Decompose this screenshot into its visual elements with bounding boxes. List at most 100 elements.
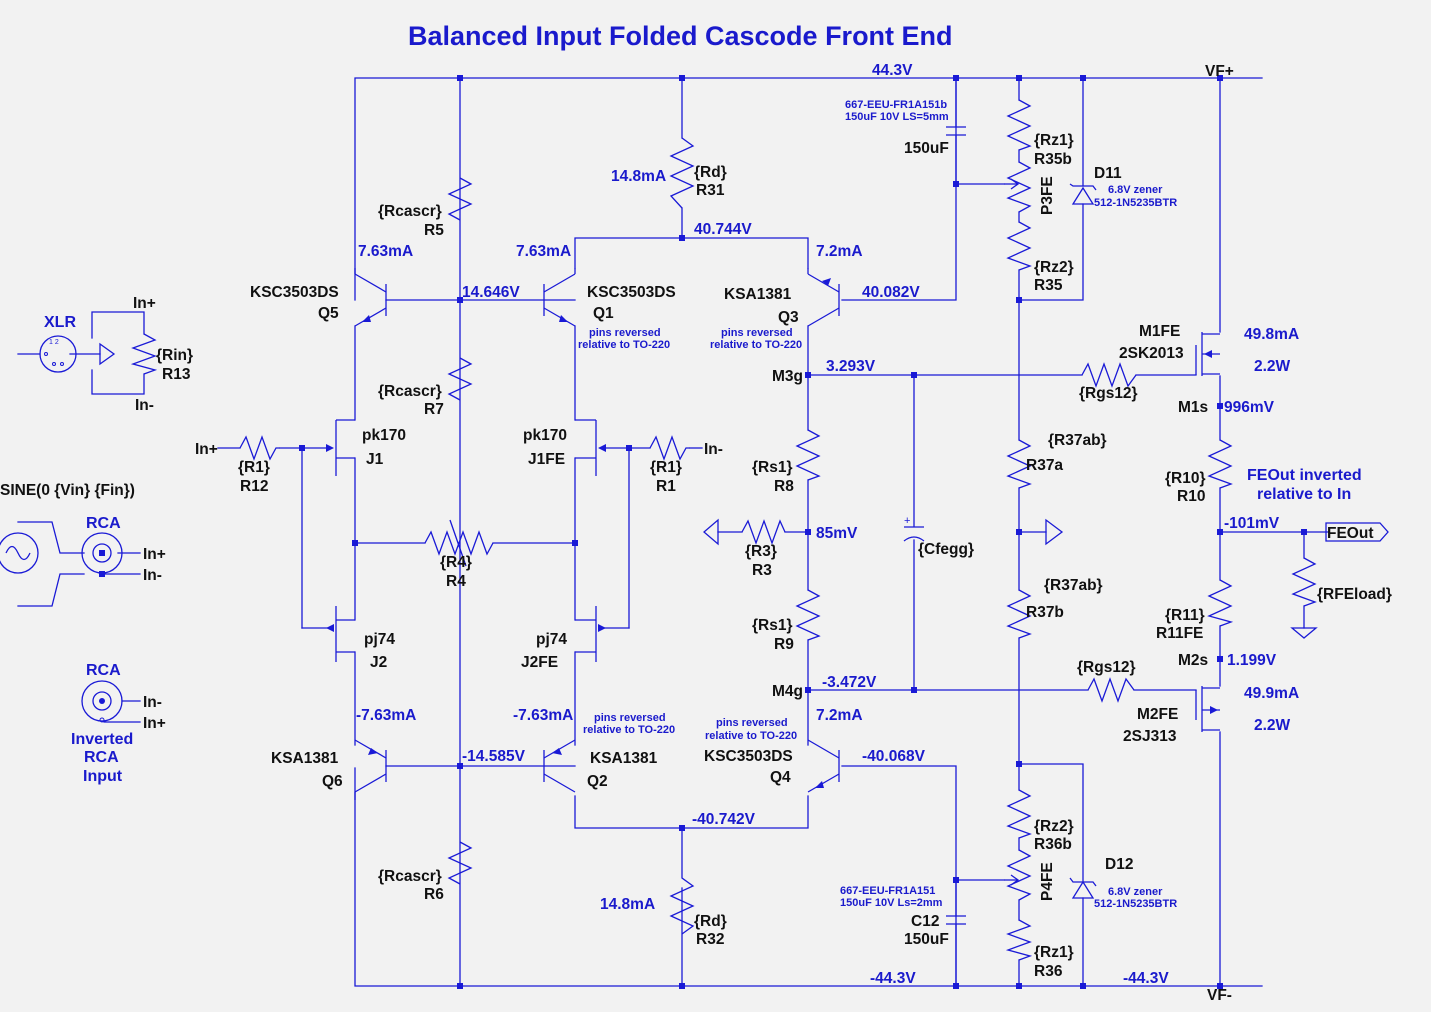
resistor-r10 xyxy=(1207,439,1233,489)
label-j1fe-ref: J1FE xyxy=(528,451,565,468)
resistor-r7 xyxy=(447,357,473,401)
label-sine-source: SINE(0 {Vin} {Fin}) xyxy=(0,482,135,499)
label-r9-val: {Rs1} xyxy=(752,617,793,634)
bjt-q4 xyxy=(807,739,840,793)
net-m2s-voltage: 1.199V xyxy=(1227,652,1277,669)
note-q4-pins-1: pins reversed xyxy=(716,717,788,729)
note-q1-pins-2: relative to TO-220 xyxy=(578,339,670,351)
label-rfeload: {RFEload} xyxy=(1317,586,1392,603)
label-r32-val: {Rd} xyxy=(694,913,727,930)
junction-dots xyxy=(99,75,1307,989)
capacitors: + xyxy=(903,126,966,925)
label-p3fe: P3FE xyxy=(1039,176,1056,215)
current-m2-power: 2.2W xyxy=(1254,717,1291,734)
label-q4-part: KSC3503DS xyxy=(704,748,793,765)
net-m3g: M3g xyxy=(772,368,803,385)
label-m1-ref: M1FE xyxy=(1139,323,1180,340)
label-inverted-2: RCA xyxy=(84,749,119,766)
note-feout-inverted-1: FEOut inverted xyxy=(1247,467,1362,484)
label-inverted-1: Inverted xyxy=(71,731,133,748)
svg-text:1 2: 1 2 xyxy=(49,339,59,346)
label-r13-ref: R13 xyxy=(162,366,191,383)
feout-port xyxy=(1325,522,1389,542)
note-q4-pins-2: relative to TO-220 xyxy=(705,730,797,742)
label-q3-part: KSA1381 xyxy=(724,286,792,303)
label-r7-val: {Rcascr} xyxy=(378,383,442,400)
label-r5-ref: R5 xyxy=(424,222,444,239)
label-q2-ref: Q2 xyxy=(587,773,608,790)
sine-source-icon xyxy=(0,532,39,574)
label-cap-top-note2: 150uF 10V LS=5mm xyxy=(845,111,949,123)
net-40744: 40.744V xyxy=(694,221,752,238)
label-r7-ref: R7 xyxy=(424,401,444,418)
label-rca: RCA xyxy=(86,515,121,532)
label-r6-ref: R6 xyxy=(424,886,444,903)
label-d12-note2: 512-1N5235BTR xyxy=(1094,898,1177,910)
zener-d11 xyxy=(1069,183,1097,205)
label-xlr: XLR xyxy=(44,314,76,331)
note-q2-pins-1: pins reversed xyxy=(594,712,666,724)
mosfets xyxy=(1195,332,1220,732)
resistor-r13 xyxy=(130,333,158,375)
label-r5-val: {Rcascr} xyxy=(378,203,442,220)
port-feout: FEOut xyxy=(1327,525,1374,542)
net-3293: 3.293V xyxy=(826,358,876,375)
potentiometers xyxy=(1004,161,1032,901)
current-m1: 49.8mA xyxy=(1244,326,1299,343)
label-j1-part: pk170 xyxy=(362,427,406,444)
label-r36b-val: {Rz2} xyxy=(1034,818,1074,835)
label-q6-ref: Q6 xyxy=(322,773,343,790)
bjt-q1 xyxy=(543,268,576,327)
label-r10-val: {R10} xyxy=(1165,470,1206,487)
label-r35-ref: R35 xyxy=(1034,277,1063,294)
net-14646: 14.646V xyxy=(462,284,520,301)
label-d11-note2: 512-1N5235BTR xyxy=(1094,197,1177,209)
current-r31: 14.8mA xyxy=(611,168,666,185)
label-d12-ref: D12 xyxy=(1105,856,1133,873)
label-r35b-val: {Rz1} xyxy=(1034,132,1074,149)
rca-jack-inverted-icon xyxy=(81,680,123,723)
net-m40742: -40.742V xyxy=(692,811,756,828)
bjt-q2 xyxy=(543,739,576,793)
label-c12-ref: C12 xyxy=(911,913,939,930)
grounds xyxy=(703,518,1389,639)
resistor-r35b xyxy=(1006,99,1032,151)
label-m1-part: 2SK2013 xyxy=(1119,345,1184,362)
cap-cfegg-plate-b xyxy=(903,536,925,542)
label-r37b-val: {R37ab} xyxy=(1044,577,1103,594)
resistor-r35 xyxy=(1006,221,1032,271)
resistor-r1 xyxy=(649,435,690,461)
label-r12-val: {R1} xyxy=(238,459,270,476)
wires xyxy=(17,77,1329,987)
label-r37b-ref: R37b xyxy=(1026,604,1064,621)
label-r32-ref: R32 xyxy=(696,931,724,948)
net-m4g: M4g xyxy=(772,683,803,700)
resistor-r5 xyxy=(447,177,473,221)
label-j1fe-in-minus: In- xyxy=(704,441,723,458)
label-r6-val: {Rcascr} xyxy=(378,868,442,885)
pot-p3fe xyxy=(1006,161,1032,213)
bjt-q3 xyxy=(807,268,840,327)
resistor-r8 xyxy=(795,429,821,481)
resistor-r37a xyxy=(1006,439,1032,489)
current-q5: 7.63mA xyxy=(358,243,413,260)
label-r1-val: {R1} xyxy=(650,459,682,476)
current-q1: 7.63mA xyxy=(516,243,571,260)
resistor-r4 xyxy=(424,530,494,556)
label-d11-note1: 6.8V zener xyxy=(1108,184,1163,196)
resistor-r36 xyxy=(1005,919,1033,961)
label-r1-ref: R1 xyxy=(656,478,676,495)
label-c12-note2: 150uF 10V Ls=2mm xyxy=(840,897,943,909)
label-r8-ref: R8 xyxy=(774,478,794,495)
label-c12-val: 150uF xyxy=(904,931,949,948)
current-q6: -7.63mA xyxy=(356,707,416,724)
label-r36-ref: R36 xyxy=(1034,963,1063,980)
resistor-r11 xyxy=(1207,579,1234,627)
label-xlr-in-minus: In- xyxy=(135,397,154,414)
net-40082: 40.082V xyxy=(862,284,920,301)
ground-rfeload xyxy=(1290,627,1318,639)
label-c12-note1: 667-EEU-FR1A151 xyxy=(840,885,935,897)
zener-diodes xyxy=(1069,183,1097,899)
label-r31-ref: R31 xyxy=(696,182,725,199)
resistor-r12 xyxy=(239,435,280,461)
